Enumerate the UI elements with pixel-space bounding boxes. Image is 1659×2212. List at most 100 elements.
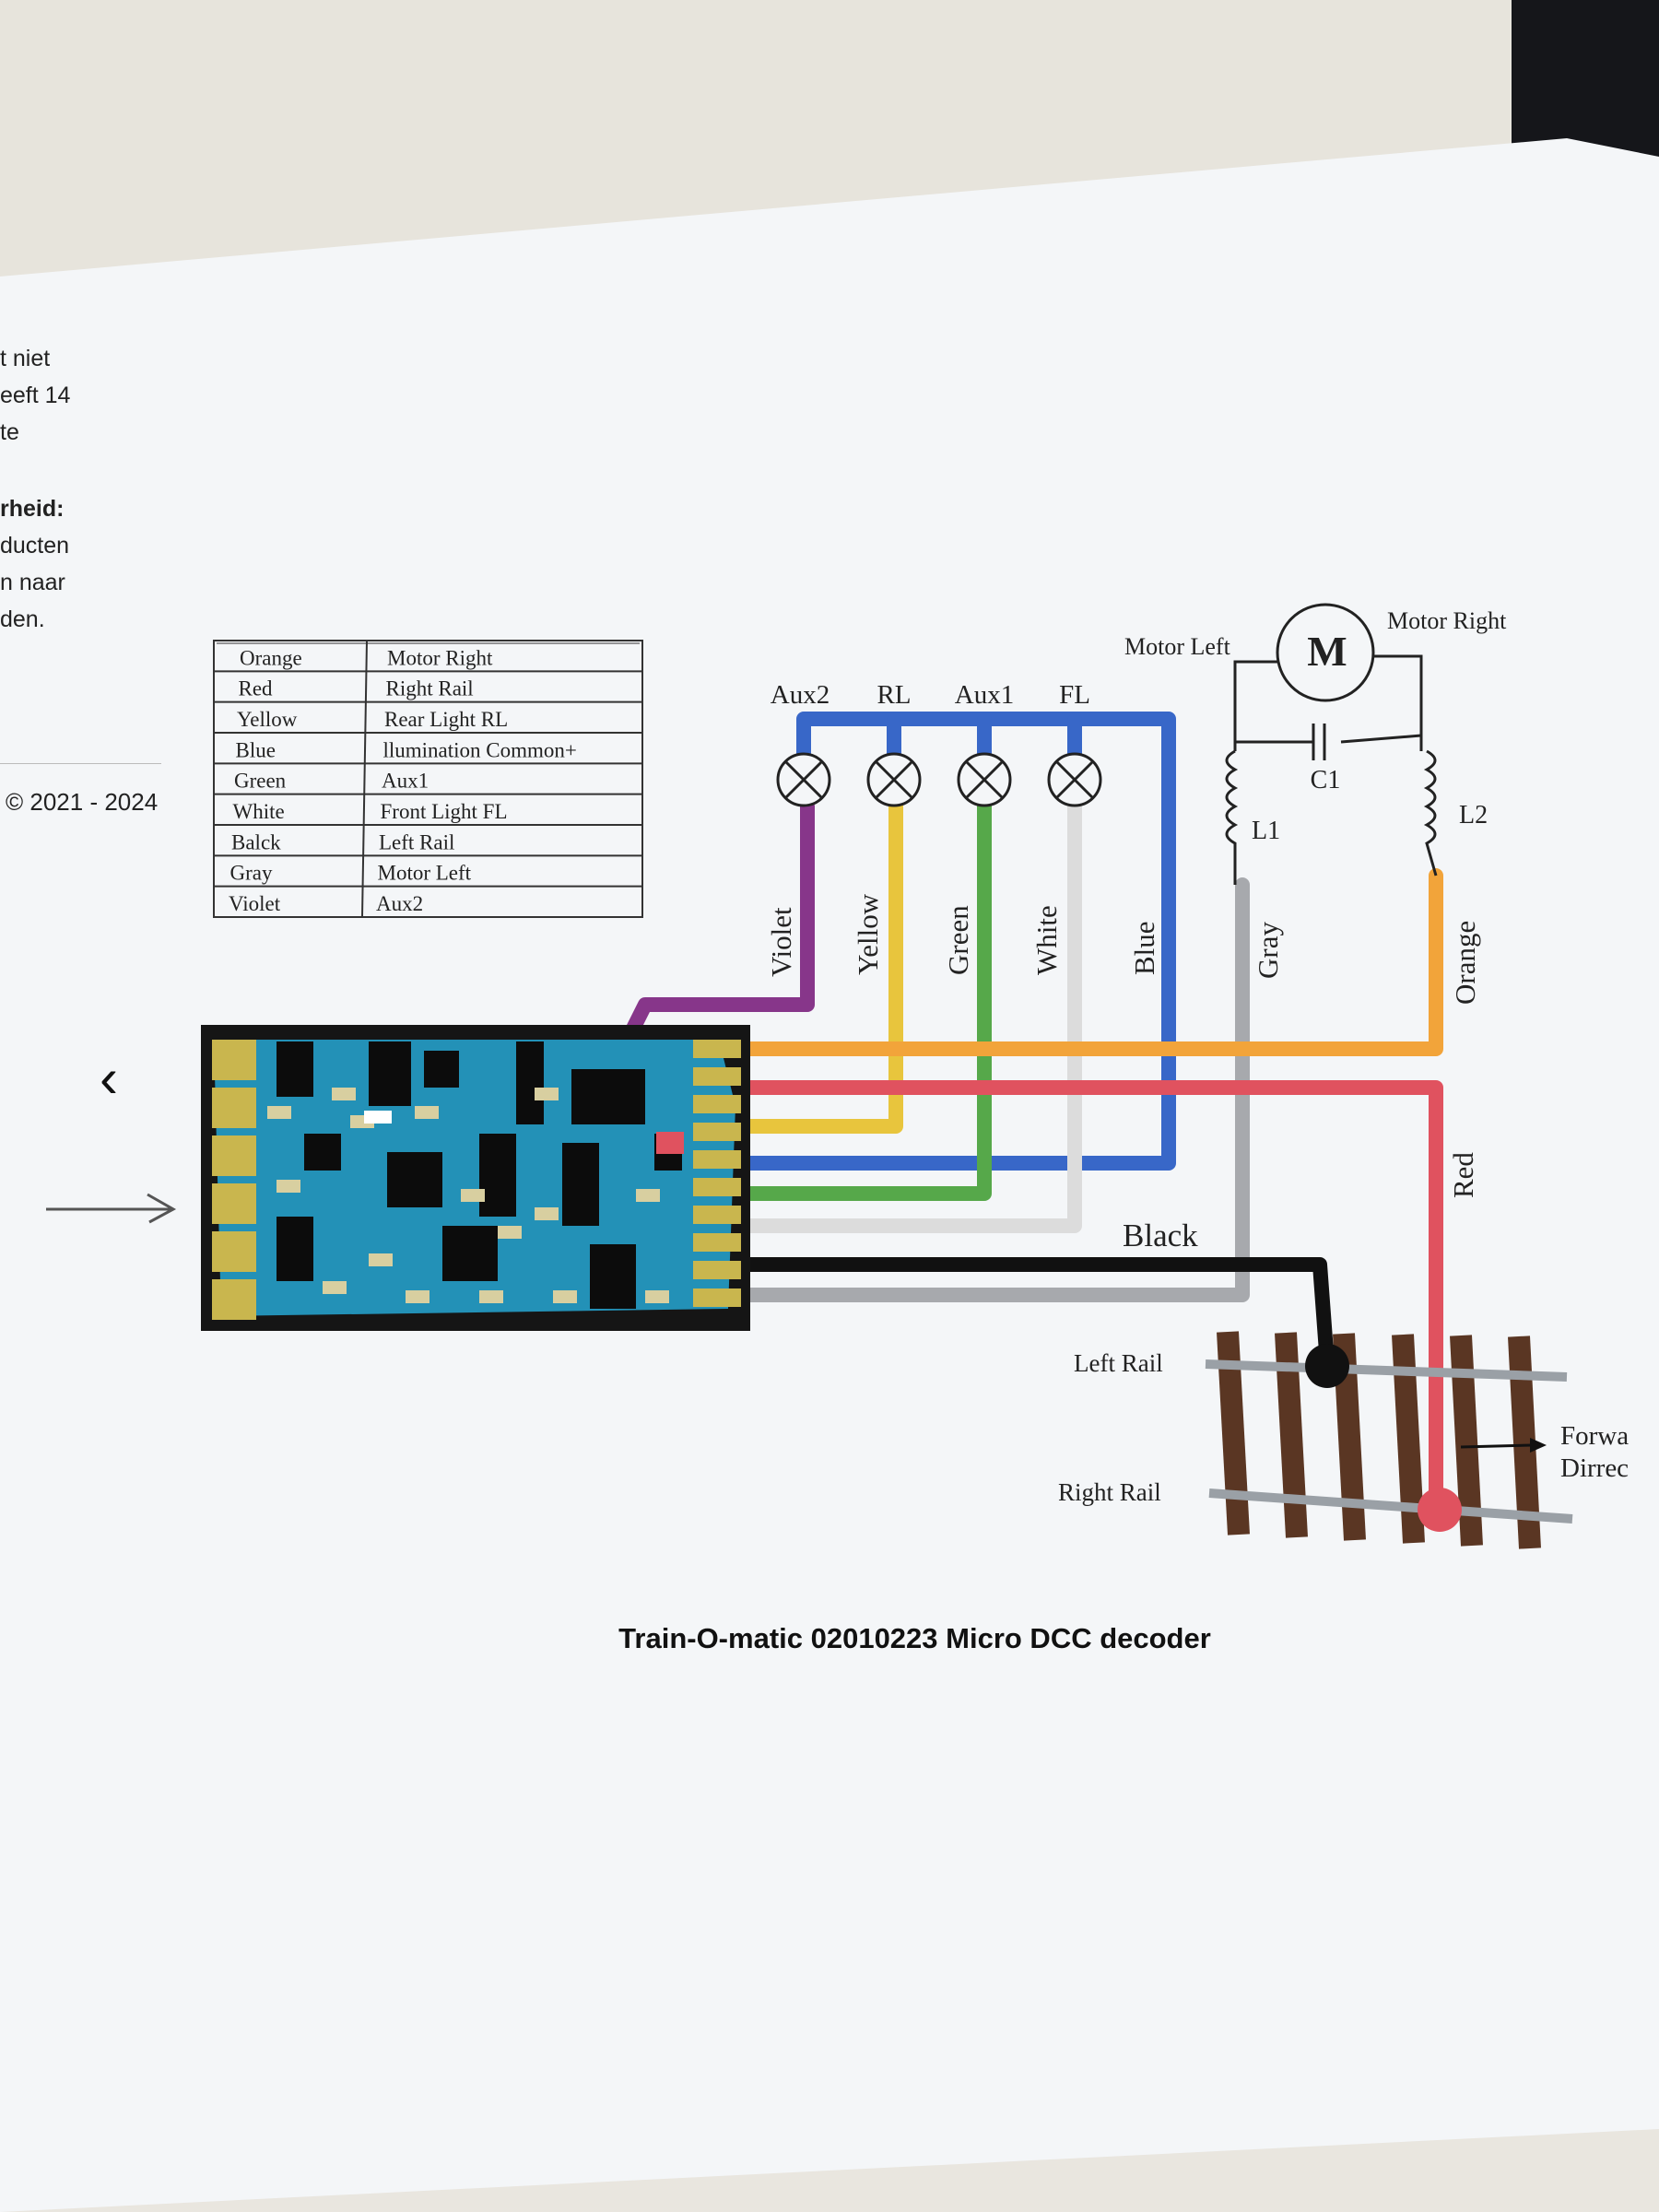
solder-pad xyxy=(693,1178,741,1196)
smd-component xyxy=(553,1290,577,1303)
solder-pad xyxy=(693,1040,741,1058)
smd-component xyxy=(369,1253,393,1266)
solder-pad xyxy=(693,1095,741,1113)
text-line: t niet xyxy=(0,346,51,371)
chip xyxy=(562,1143,599,1226)
text-line: ducten xyxy=(0,533,70,559)
lamp-icon xyxy=(776,752,831,807)
decoder-board xyxy=(201,1025,750,1331)
coil-l2 xyxy=(1423,749,1438,877)
smd-component xyxy=(636,1189,660,1202)
diagram-caption: Train-O-matic 02010223 Micro DCC decoder xyxy=(618,1622,1211,1654)
table-cell-function: llumination Common+ xyxy=(383,738,577,761)
chip xyxy=(590,1244,636,1309)
smd-component xyxy=(267,1106,291,1119)
chip xyxy=(571,1069,645,1124)
wire-label-white: White xyxy=(1030,905,1063,975)
direction-label: Forwa xyxy=(1560,1421,1629,1451)
chevron-left-icon[interactable]: ‹ xyxy=(100,1047,118,1109)
solder-pad xyxy=(693,1206,741,1224)
chip xyxy=(387,1152,442,1207)
coil-l1 xyxy=(1225,749,1239,885)
hand-drawn-arrow-icon xyxy=(46,1193,177,1224)
wire-gray xyxy=(730,877,1250,1302)
chip xyxy=(276,1217,313,1281)
table-cell-function: Motor Left xyxy=(378,862,472,885)
text-line: n naar xyxy=(0,570,65,595)
motor-circuit xyxy=(1225,603,1438,885)
smd-component xyxy=(276,1180,300,1193)
smd-component xyxy=(645,1290,669,1303)
chip xyxy=(424,1051,459,1088)
capacitor-label: C1 xyxy=(1311,766,1341,794)
table-cell-color: Yellow xyxy=(237,708,298,731)
smd-component xyxy=(364,1111,392,1124)
table-cell-color: Balck xyxy=(231,830,281,853)
table-cell-color: Red xyxy=(239,677,274,700)
table-cell-function: Left Rail xyxy=(379,830,454,853)
smd-component xyxy=(535,1207,559,1220)
smd-component xyxy=(332,1088,356,1100)
solder-pad xyxy=(693,1067,741,1086)
left-rail-contact xyxy=(1305,1344,1349,1388)
chip xyxy=(442,1226,498,1281)
table-cell-color: Orange xyxy=(240,646,302,669)
wire-label-blue: Blue xyxy=(1128,921,1160,975)
wire-blue xyxy=(730,712,1176,1171)
wire-green xyxy=(730,799,992,1201)
solder-pad xyxy=(212,1279,256,1320)
wire-label-violet: Violet xyxy=(765,907,797,977)
track xyxy=(1205,1331,1573,1549)
motor-left-label: Motor Left xyxy=(1124,633,1231,660)
table-cell-color: White xyxy=(233,800,285,823)
smd-component xyxy=(535,1088,559,1100)
table-cell-function: Aux1 xyxy=(382,770,429,793)
solder-pad xyxy=(212,1231,256,1272)
solder-pad xyxy=(212,1183,256,1224)
right-rail-contact xyxy=(1418,1488,1462,1532)
coil-right-label: L2 xyxy=(1459,801,1488,830)
table-cell-color: Blue xyxy=(236,738,276,761)
wire-label-gray: Gray xyxy=(1252,922,1284,979)
wire-label-black: Black xyxy=(1123,1218,1198,1253)
solder-pad xyxy=(693,1150,741,1169)
solder-pad xyxy=(212,1088,256,1128)
table-cell-color: Gray xyxy=(230,862,273,885)
wire-label-green: Green xyxy=(942,905,974,975)
lamp-label-aux1: Aux1 xyxy=(955,680,1014,710)
copyright-text: © 2021 - 2024 xyxy=(6,788,159,816)
wire-orange xyxy=(730,868,1443,1056)
table-cell-function: Front Light FL xyxy=(381,800,508,823)
divider xyxy=(0,763,161,764)
wire-label-red: Red xyxy=(1447,1152,1479,1198)
lamp-label-fl: FL xyxy=(1059,680,1090,710)
direction-label: Dirrec xyxy=(1560,1453,1629,1483)
chip xyxy=(516,1041,544,1124)
text-heading: rheid: xyxy=(0,496,65,522)
lamp-icon xyxy=(866,752,922,807)
motor-symbol: M xyxy=(1307,628,1347,675)
table-cell-color: Green xyxy=(234,770,287,793)
led xyxy=(656,1132,684,1154)
text-line: eeft 14 xyxy=(0,382,71,408)
solder-pad xyxy=(212,1040,256,1080)
text-line: den. xyxy=(0,606,45,632)
chip xyxy=(479,1134,516,1217)
lamp-icon xyxy=(1047,752,1102,807)
solder-pad xyxy=(693,1123,741,1141)
chip xyxy=(304,1134,341,1171)
lamp-label-aux2: Aux2 xyxy=(771,680,830,710)
wire-yellow xyxy=(730,799,903,1134)
text-line: te xyxy=(0,419,19,445)
left-rail-label: Left Rail xyxy=(1074,1349,1163,1377)
right-rail-label: Right Rail xyxy=(1058,1478,1161,1506)
smd-component xyxy=(415,1106,439,1119)
wire-label-yellow: Yellow xyxy=(852,893,884,975)
solder-pad xyxy=(693,1233,741,1252)
wire-white xyxy=(730,799,1082,1233)
smd-component xyxy=(406,1290,429,1303)
table-cell-function: Rear Light RL xyxy=(384,708,508,731)
table-cell-function: Aux2 xyxy=(376,892,423,915)
chip xyxy=(276,1041,313,1097)
